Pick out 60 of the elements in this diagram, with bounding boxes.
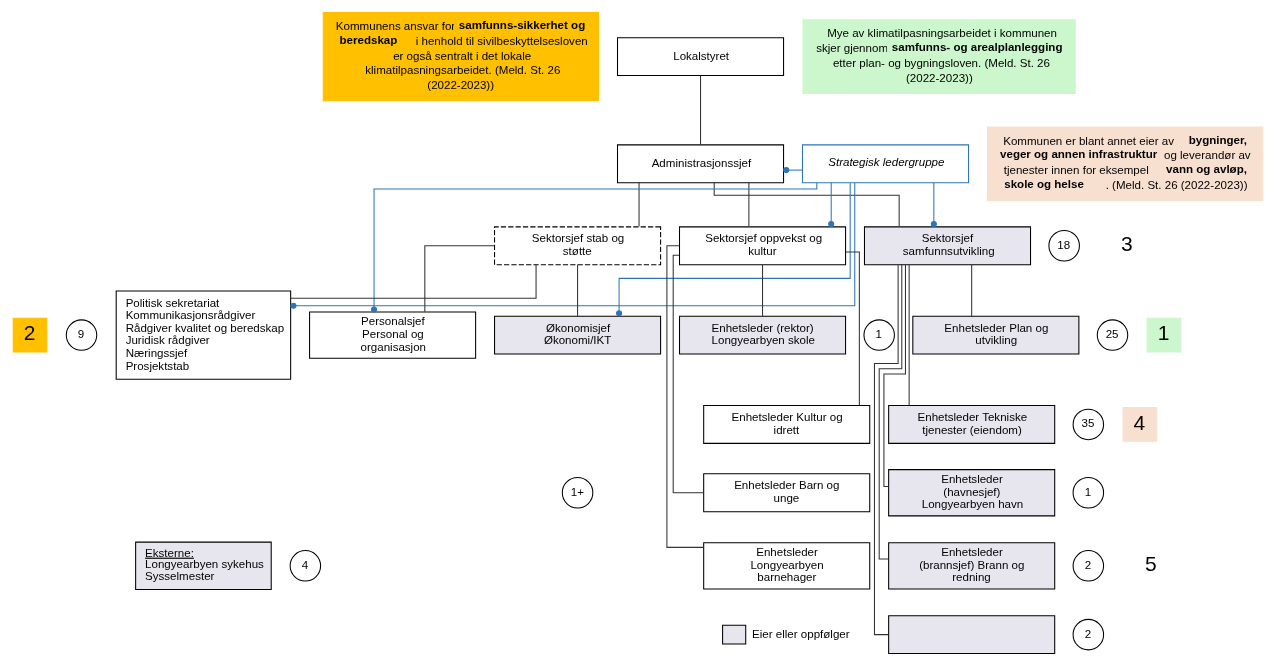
node-box: Eksterne: Longyearbyen sykehus Sysselmester [134, 541, 272, 590]
node-circle: 2 [1072, 550, 1104, 582]
connector [882, 264, 906, 487]
connector [747, 182, 749, 228]
node-circle: 9 [65, 319, 97, 351]
connector [930, 182, 937, 228]
node-box: 1 [1146, 317, 1181, 353]
node-circle: 4 [289, 550, 321, 582]
node-box: Sektorsjef oppvekst og kultur [678, 226, 846, 266]
label: 3 [1120, 232, 1133, 256]
node-box: Lokalstyret [616, 37, 784, 77]
connector [638, 182, 640, 228]
node-circle: 2 [1072, 618, 1104, 651]
node-box: Økonomisjef Økonomi/IKT [493, 315, 661, 355]
node-box: Enhetsleder Plan og utvikling [911, 315, 1079, 355]
node-box: Enhetsleder (brannsjef) Brann og redning [887, 542, 1055, 590]
node-box: Mye av klimatilpasningsarbeidet i kommunen skjer gjennom samfunns- og arealplanlegging etter plan- og bygningsloven. (Meld. St. 26 (2022-2023)) [801, 19, 1076, 94]
node-box: Enhetsleder Barn og unge [702, 473, 870, 513]
node-circle: 35 [1072, 408, 1104, 441]
node-circle: 25 [1096, 319, 1128, 351]
node-box: Enhetsleder Tekniske tjenester (eiendom) [887, 405, 1055, 444]
connector [873, 264, 899, 636]
connector [713, 182, 900, 228]
node-box: Personalsjef Personal og organisasjon [308, 311, 476, 359]
connector [844, 251, 860, 406]
connector [665, 245, 704, 548]
connector [672, 254, 704, 494]
connector [370, 182, 817, 313]
node-box: Enhetsleder (havnesjef) Longyearbyen havn [887, 469, 1055, 517]
node-box: Kommunen er blant annet eier av bygninger, veger og annen infrastruktur og leverandør av tjenester innen for eksempel vann og avløp, skole og helse. (Meld. St. 26 (2022-2023)) [986, 126, 1263, 202]
legend-label: Eier eller oppfølger [751, 627, 850, 640]
node-circle: 18 [1047, 230, 1080, 262]
connector [827, 182, 834, 228]
node-box: Kommunens ansvar for samfunns-sikkerhet og beredskap i henhold til sivilbeskyttelsesloven er også sentralt i det lokale klimatilpasningsarbeidet. (Meld. St. 26 (2022-2023)) [322, 11, 599, 102]
label: 5 [1144, 552, 1157, 576]
connector [970, 264, 972, 317]
connector [423, 245, 495, 313]
node-box: 2 [12, 317, 47, 353]
node-circle: 1 [1072, 477, 1104, 509]
node-box [887, 615, 1055, 655]
node-box: Politisk sekretariat Kommunikasjonsrådgiver Rådgiver kvalitet og beredskap Juridisk rådgiver Næringssjef Prosjektstab [115, 290, 291, 380]
connector [289, 182, 855, 309]
node-box: Strategisk ledergruppe [801, 144, 969, 184]
node-circle: 1 [862, 319, 895, 351]
node-box: Administrasjonssjef [616, 144, 784, 184]
connector [699, 75, 701, 146]
connector [761, 264, 763, 317]
node-box: Enhetsleder (rektor) Longyearbyen skole [678, 315, 846, 355]
node-box: 4 [1122, 407, 1157, 442]
node-box: Enhetsleder Longyearbyen barnehager [702, 542, 870, 590]
connector [878, 264, 902, 560]
node-box: Sektorsjef stab og støtte [493, 226, 661, 266]
node-box: Enhetsleder Kultur og idrett [702, 405, 870, 444]
node-box: Sektorsjef samfunnsutvikling [863, 226, 1031, 266]
connector [908, 264, 910, 406]
connector [615, 182, 851, 317]
connector [576, 264, 578, 317]
connector [289, 264, 537, 299]
connector [782, 167, 803, 174]
node-circle: 1+ [561, 477, 593, 509]
